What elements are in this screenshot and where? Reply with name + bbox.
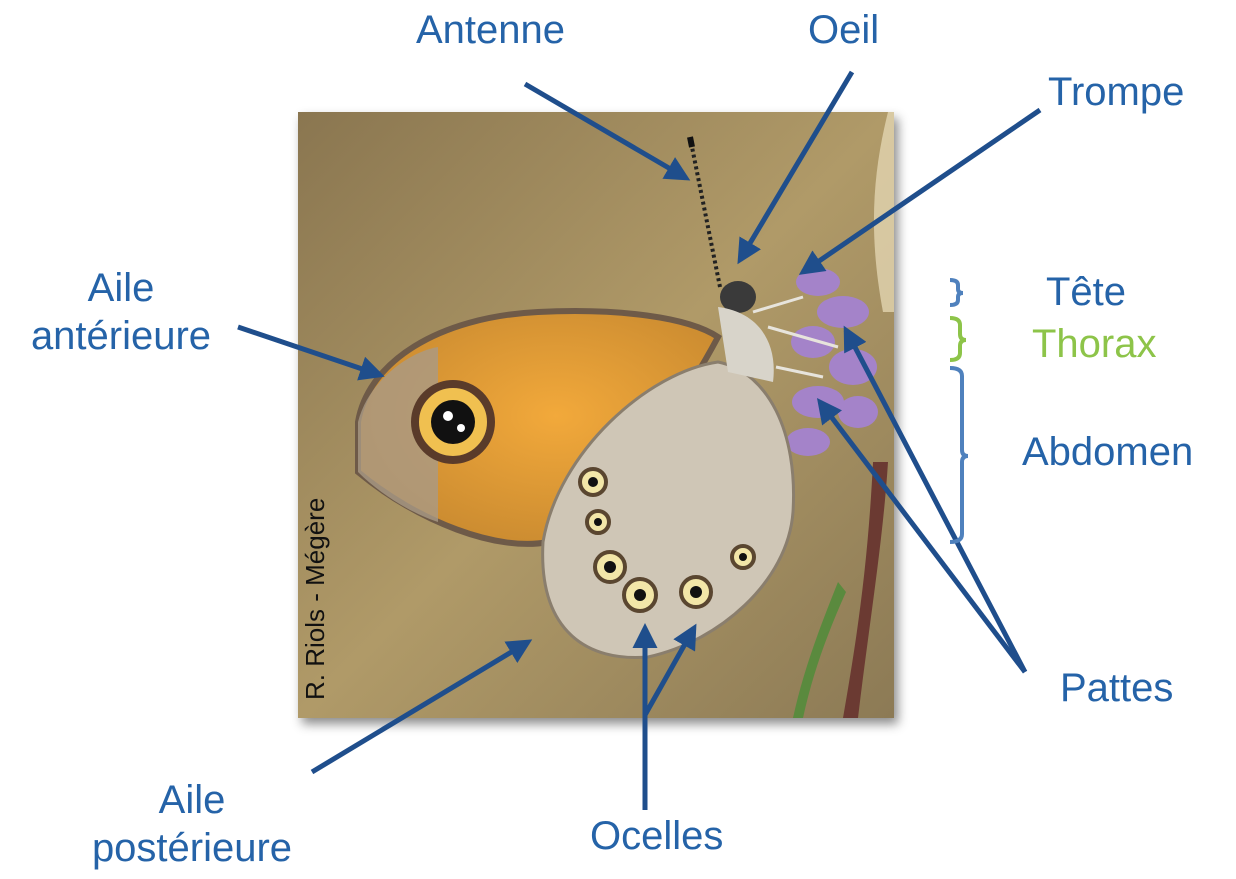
label-thorax: Thorax: [1032, 320, 1157, 368]
label-pattes: Pattes: [1060, 664, 1173, 712]
label-antenne: Antenne: [416, 6, 565, 54]
arrow-pattes-2: [820, 402, 1025, 672]
label-aile-anterieure: Aile antérieure: [6, 264, 236, 360]
label-aile-posterieure-line1: Aile: [64, 776, 320, 824]
label-aile-anterieure-line1: Aile: [6, 264, 236, 312]
label-aile-posterieure: Aile postérieure: [64, 776, 320, 872]
label-tete: Tête: [1046, 268, 1126, 316]
arrow-ocelles-2: [645, 628, 694, 715]
arrow-pattes-1: [846, 330, 1025, 672]
arrow-antenne: [525, 84, 686, 178]
label-aile-posterieure-line2: postérieure: [64, 824, 320, 872]
bracket-tete: [950, 280, 963, 305]
arrow-aile-anterieure: [238, 327, 380, 375]
label-abdomen: Abdomen: [1022, 428, 1193, 476]
label-ocelles: Ocelles: [590, 812, 723, 860]
arrow-aile-posterieure: [312, 642, 528, 772]
bracket-abdomen: [950, 368, 968, 542]
label-trompe: Trompe: [1048, 68, 1184, 116]
arrow-trompe: [803, 110, 1040, 272]
bracket-thorax: [950, 318, 966, 360]
arrow-oeil: [740, 72, 852, 260]
label-oeil: Oeil: [808, 6, 879, 54]
label-aile-anterieure-line2: antérieure: [6, 312, 236, 360]
